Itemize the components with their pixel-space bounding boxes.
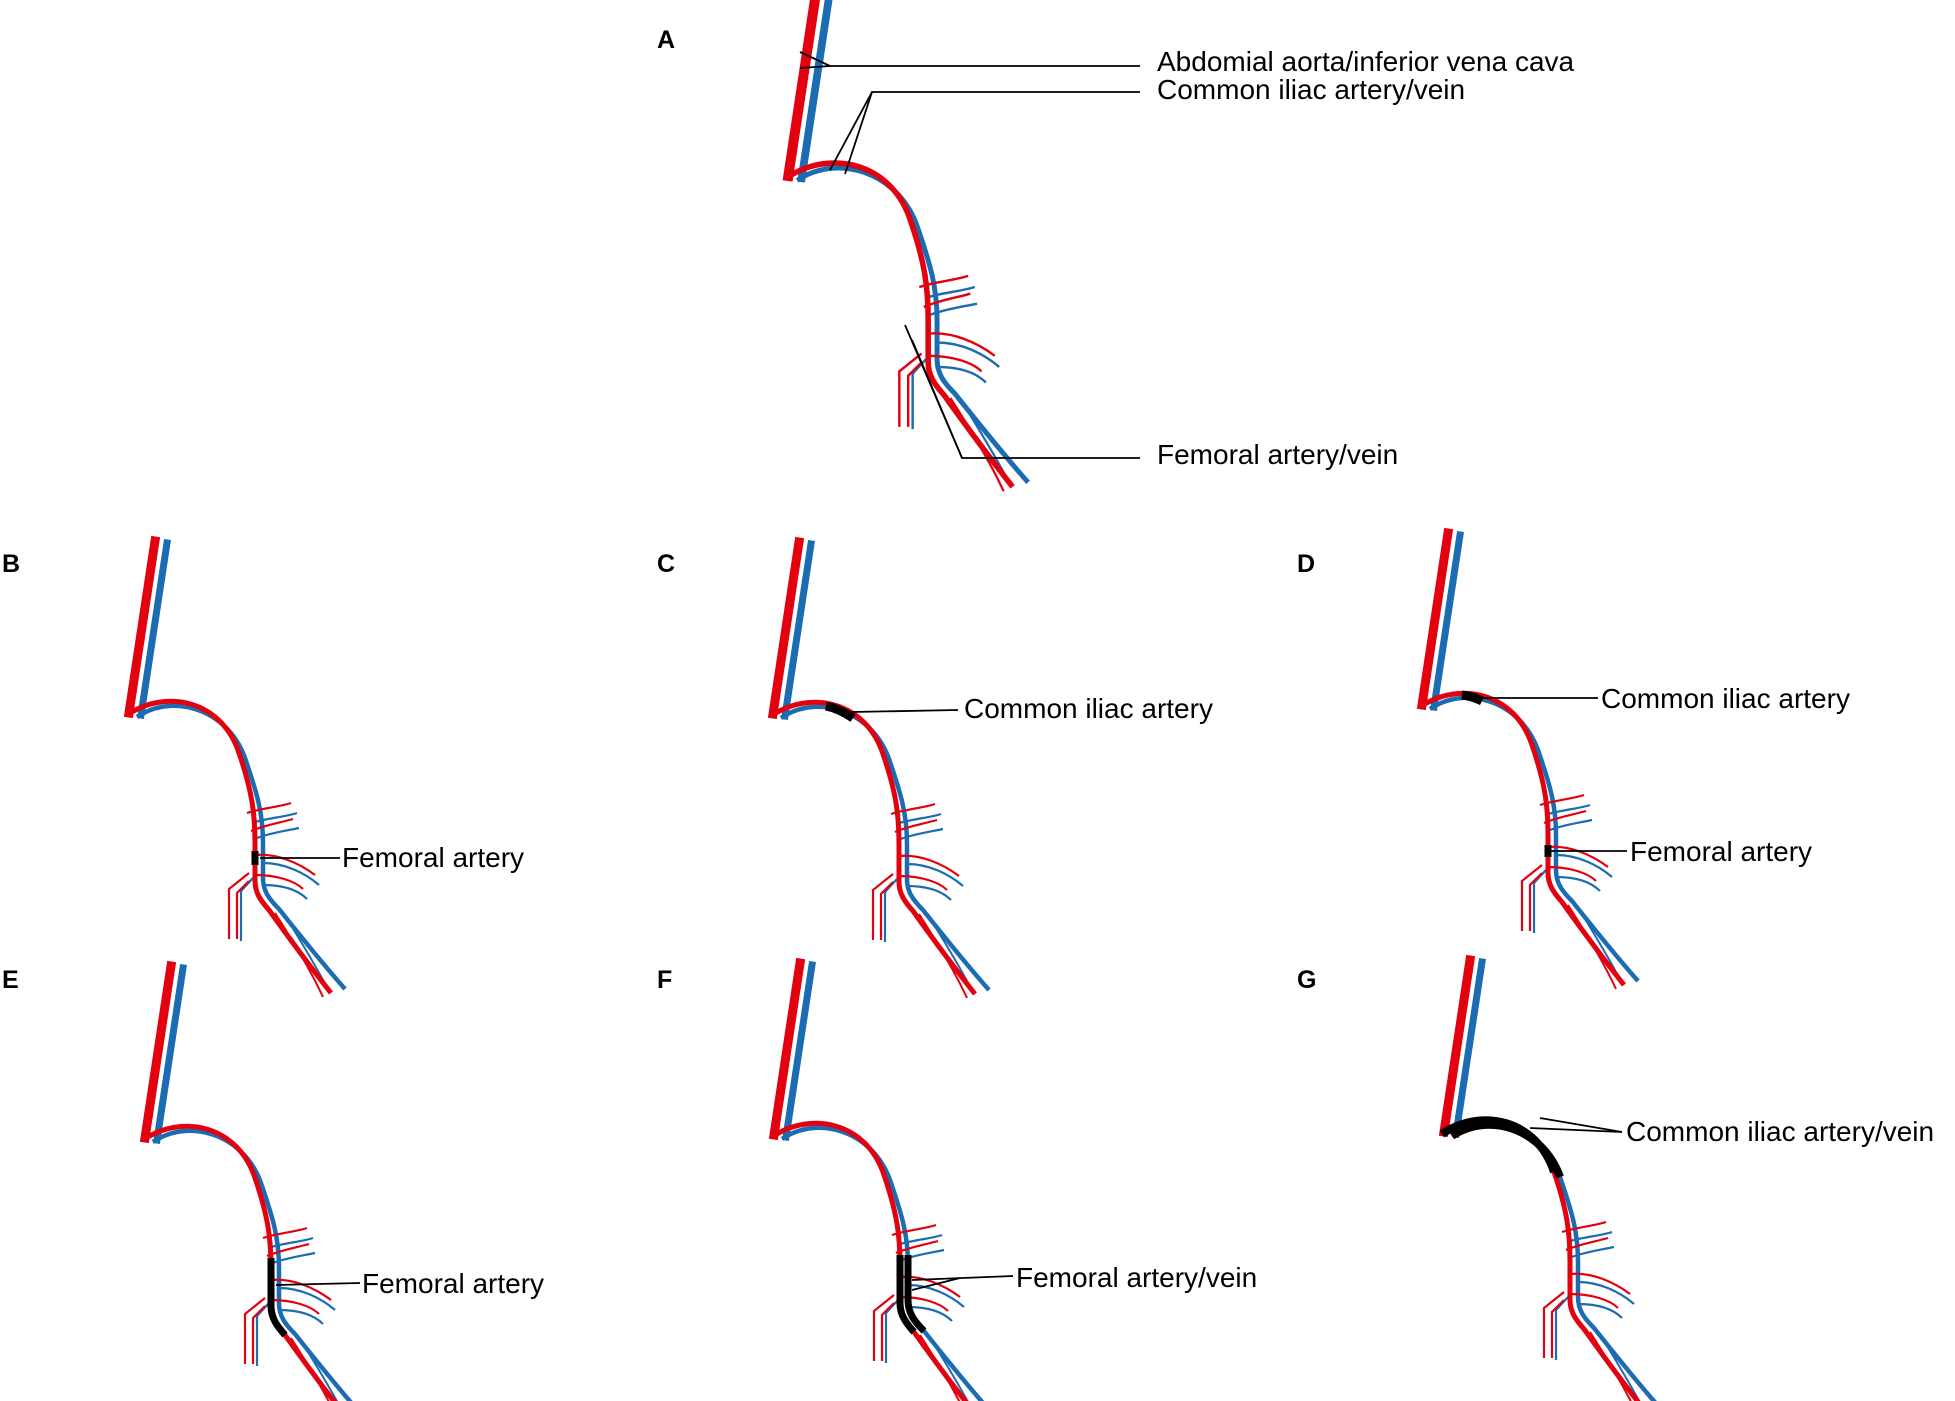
- callout-common-iliac-artery: Common iliac artery: [964, 693, 1213, 724]
- panel-label-e: E: [2, 966, 19, 994]
- vessel-tree-e: [143, 966, 361, 1401]
- highlight-femoral-artery: [267, 1258, 288, 1338]
- panel-e: E Femoral artery: [2, 966, 544, 1401]
- highlight-femoral-artery: [896, 1255, 917, 1335]
- panel-label-d: D: [1297, 550, 1315, 578]
- vessel-tree-f: [772, 963, 990, 1401]
- callout-femoral-artery-vein: Femoral artery/vein: [1157, 439, 1398, 470]
- panel-g: G Common iliac artery/vein: [1297, 960, 1934, 1401]
- highlight-common-iliac-artery: [825, 701, 856, 722]
- highlight-common-iliac-artery: [1461, 690, 1485, 706]
- panel-a: A Abdomial aorta/inferior vena cava Comm…: [657, 0, 1575, 491]
- callout-common-iliac-artery-vein: Common iliac artery/vein: [1157, 74, 1465, 105]
- vessel-tree-b: [127, 541, 345, 997]
- panel-d: D Common iliac artery Femoral artery: [1297, 533, 1850, 989]
- vessel-tree-a: [786, 0, 1028, 491]
- panel-label-g: G: [1297, 966, 1316, 994]
- highlight-femoral-vein: [904, 1255, 927, 1334]
- panel-label-f: F: [657, 966, 672, 994]
- callout-femoral-artery: Femoral artery: [1630, 836, 1812, 867]
- panel-label-c: C: [657, 550, 675, 578]
- vessel-tree-g: [1439, 960, 1660, 1401]
- vessel-tree-d: [1420, 533, 1638, 989]
- callout-common-iliac-artery: Common iliac artery: [1601, 683, 1850, 714]
- panel-label-a: A: [657, 26, 675, 54]
- panel-b: B Femoral artery: [2, 541, 524, 997]
- leader-lines-a: [799, 51, 1140, 459]
- panel-c: C Common iliac artery: [657, 542, 1213, 998]
- highlight-common-iliac-artery: [1439, 1116, 1558, 1174]
- callout-common-iliac-artery-vein: Common iliac artery/vein: [1626, 1116, 1934, 1147]
- callout-femoral-artery: Femoral artery: [342, 842, 524, 873]
- panel-f: F Femoral artery/vein: [657, 963, 1257, 1401]
- callout-femoral-artery-vein: Femoral artery/vein: [1016, 1262, 1257, 1293]
- vessel-tree-c: [771, 542, 989, 998]
- panel-label-b: B: [2, 550, 20, 578]
- callout-femoral-artery: Femoral artery: [362, 1268, 544, 1299]
- callout-abdominal-aorta-ivc: Abdomial aorta/inferior vena cava: [1157, 46, 1575, 77]
